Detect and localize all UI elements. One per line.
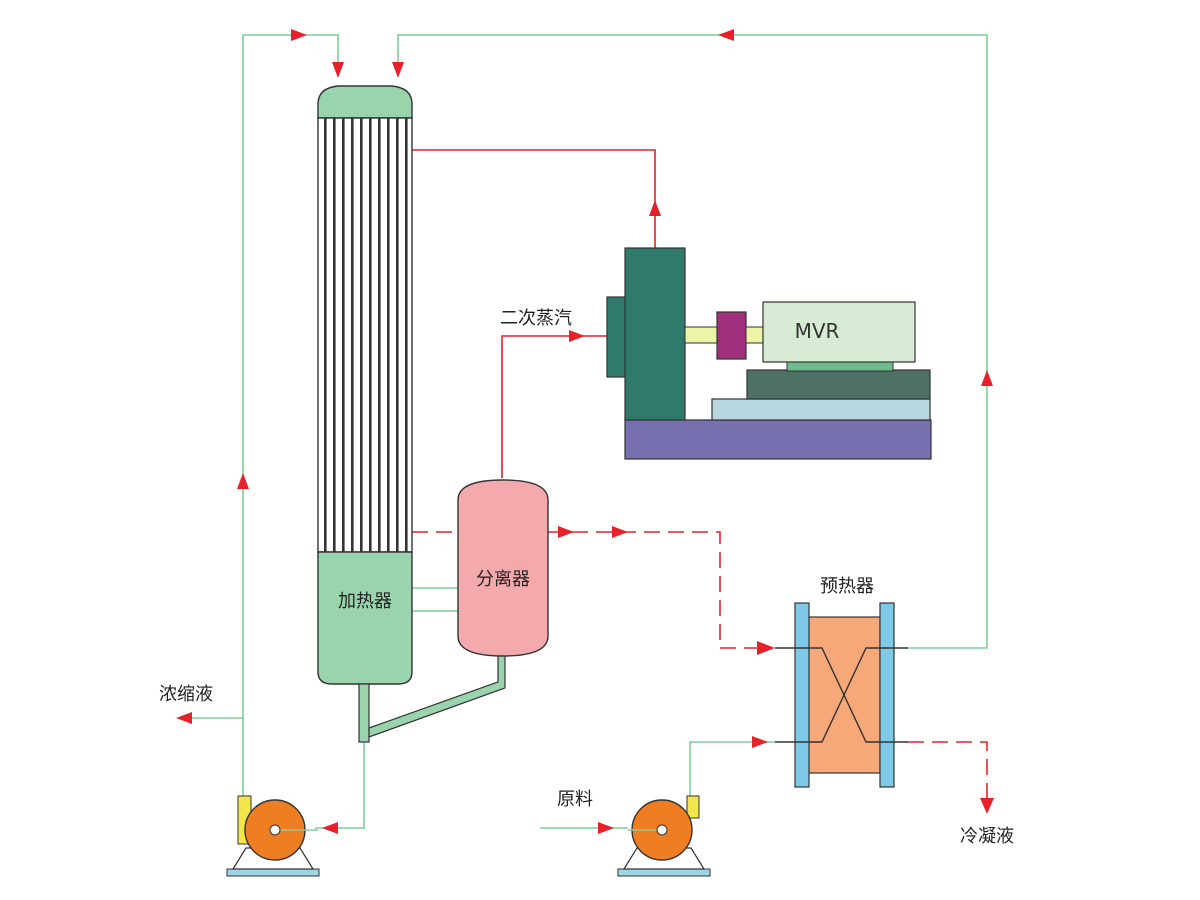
preheater-left-plate [794,602,810,788]
feed-to-preheater-line [689,741,775,800]
tube-bundle [317,117,413,553]
preheater: 预热器 [775,576,908,788]
condensate-dashed-line-2 [548,531,770,649]
coupling [716,311,747,360]
motor-foot [786,361,894,372]
feed-pump [617,795,711,877]
steam-lines [412,149,988,808]
bottom-to-pump-line [315,742,365,829]
separator-label: 分离器 [476,569,530,590]
circulation-pump [226,795,320,877]
mvr-compressor: MVR [606,247,932,460]
shaft [684,326,720,344]
shaft-2 [745,326,765,344]
arrow-condensate-down [980,798,994,814]
separator-body [457,479,549,657]
arrow-circ-right [291,29,307,41]
arrow-to-preheater-steam [757,641,775,655]
liquid-arrowheads [176,29,993,834]
arrow-return-down [392,62,404,78]
condensate-out-line [908,741,988,808]
arrow-to-pump [322,822,338,834]
evaporator-outlet [358,683,370,743]
arrow-return-left [718,29,734,41]
pump-1-hub [269,824,281,836]
arrow-secondary-steam [569,330,585,342]
preheated-return-line [397,34,988,649]
compressor-inlet-flange [606,296,627,378]
condensate-label: 冷凝液 [960,826,1014,847]
arrow-dashed-2 [612,526,628,538]
heater-shell [317,551,413,685]
circulation-line [242,34,339,810]
motor-pedestal [746,369,931,400]
preheater-right-plate [879,602,895,788]
pump-2-housing [686,795,700,819]
heater-label: 加热器 [338,591,392,612]
preheater-flow-cross [775,647,908,743]
pump-2-hub [656,824,668,836]
arrow-steam-up [649,200,661,216]
concentrate-label: 浓缩液 [159,684,213,705]
arrow-dashed-1 [558,526,574,538]
arrow-circ-up [237,473,249,489]
arrow-circ-down [332,62,344,78]
compressor-body [624,247,686,421]
raw-material-label: 原料 [557,789,593,810]
steam-arrowheads [558,200,994,814]
compressed-steam-line [412,149,656,248]
secondary-steam-label: 二次蒸汽 [500,308,572,329]
liquid-lines [185,34,988,829]
evaporator-top-head [317,85,413,119]
separator-vessel: 分离器 [457,479,549,657]
arrow-to-preheater [752,736,768,748]
arrow-feed [598,822,614,834]
motor-body [762,301,916,363]
arrow-return-up [981,370,993,386]
compressor-base [624,419,932,460]
preheater-label: 预热器 [820,576,874,597]
secondary-steam-line [501,335,610,478]
pump-1-foot [226,868,320,877]
evaporator-column: 加热器 [317,85,413,743]
mvr-label: MVR [795,319,840,343]
arrow-concentrate [176,712,192,724]
pump-2-foot [617,868,711,877]
motor-base-plate [711,398,931,421]
